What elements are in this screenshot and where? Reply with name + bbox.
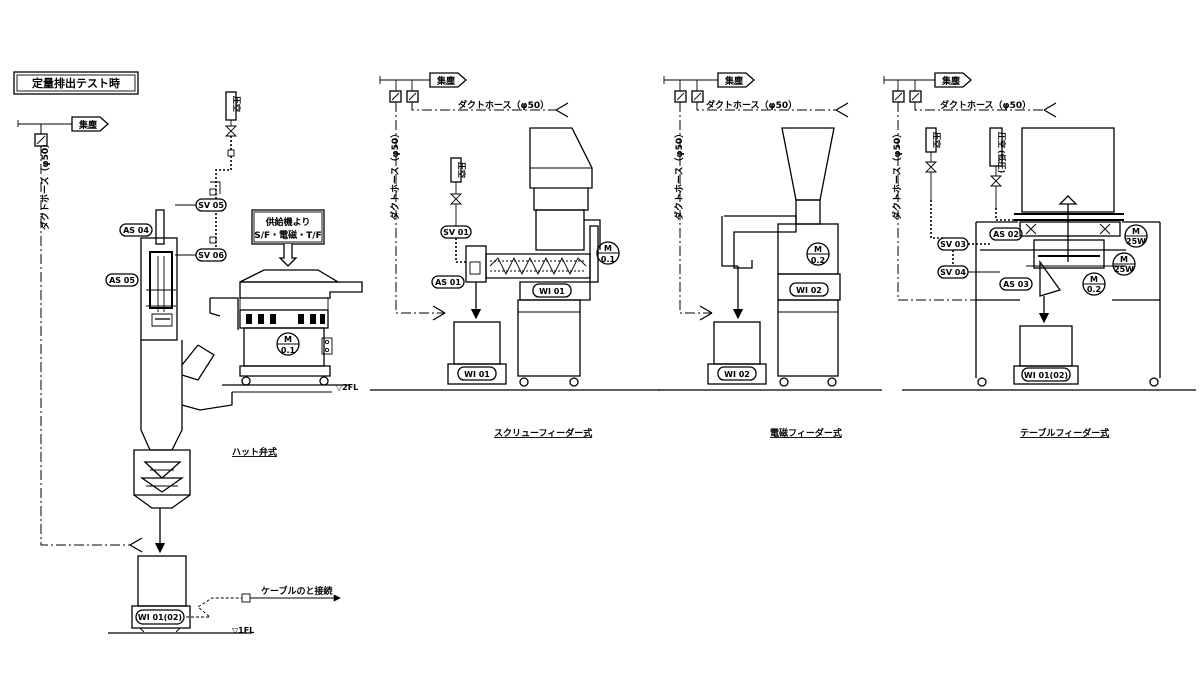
receiving-container [137, 555, 187, 607]
svg-text:M: M [604, 244, 612, 253]
as03-tag: AS 03 [999, 277, 1033, 291]
svg-text:ダクトホース（φ50）: ダクトホース（φ50） [891, 129, 903, 220]
svg-text:AS 04: AS 04 [123, 226, 149, 235]
sv03-tag: SV 03 [937, 237, 969, 251]
motor-icon: M 25W [1124, 224, 1148, 248]
wi02-scale-tag-2: WI 02 [717, 366, 757, 381]
floor-1fl-label: ▽1FL [232, 626, 254, 635]
svg-text:0.2: 0.2 [811, 256, 825, 265]
svg-text:M: M [1120, 255, 1128, 264]
svg-text:SV 05: SV 05 [198, 201, 224, 210]
sv06-tag: SV 06 [195, 248, 227, 262]
wi0102-scale-tag-2: WI 01(02) [1021, 367, 1071, 382]
motor-icon: M 0.2 [1082, 272, 1106, 296]
svg-text:AS 01: AS 01 [435, 278, 461, 287]
duct-label: ダクトホース（φ50） [39, 139, 51, 230]
svg-text:25W: 25W [1126, 237, 1146, 246]
svg-text:(低圧): (低圧) [997, 150, 1007, 173]
svg-text:圧空: 圧空 [932, 132, 942, 148]
as01-tag: AS 01 [431, 275, 465, 289]
as05-tag: AS 05 [105, 273, 139, 287]
floor-2fl-label: ▽2FL [336, 383, 358, 392]
svg-text:0.1: 0.1 [281, 346, 296, 355]
svg-text:集塵: 集塵 [724, 75, 743, 87]
motor-icon: M 0.2 [806, 242, 830, 266]
svg-text:WI 01(02): WI 01(02) [138, 613, 182, 622]
section-screw-feeder: 集塵 ダクトホース（φ50） ダクトホース（φ50） 圧空 SV 01 AS 0… [370, 72, 660, 439]
svg-text:WI 01: WI 01 [539, 287, 565, 296]
svg-text:ダクトホース（φ50）: ダクトホース（φ50） [706, 99, 797, 111]
svg-text:25W: 25W [1114, 265, 1134, 274]
svg-text:M: M [1132, 227, 1140, 236]
supply-box: 供給機より S/F・電磁・T/F [251, 209, 325, 245]
dust-arrow-tag [71, 116, 109, 132]
svg-text:供給機より: 供給機より [265, 216, 311, 228]
title-box: 定量排出テスト時 [13, 71, 139, 95]
svg-text:0.1: 0.1 [601, 255, 616, 264]
svg-text:SV 03: SV 03 [940, 240, 966, 249]
svg-text:ダクトホース（φ50）: ダクトホース（φ50） [458, 99, 549, 111]
sv01-tag: SV 01 [440, 225, 472, 239]
svg-text:ダクトホース（φ50）: ダクトホース（φ50） [940, 99, 1031, 111]
caption-hat-valve: ハット弁式 [232, 446, 277, 458]
caption-electromagnetic-feeder: 電磁フィーダー式 [770, 427, 842, 439]
svg-text:AS 03: AS 03 [1003, 280, 1029, 289]
cable-label: ケーブルのと接続 [261, 585, 332, 597]
svg-text:0.2: 0.2 [1087, 285, 1101, 294]
svg-text:WI 02: WI 02 [796, 286, 822, 295]
svg-text:SV 01: SV 01 [443, 228, 469, 237]
valve-icon [224, 125, 238, 137]
caption-table-feeder: テーブルフィーダー式 [1020, 427, 1109, 439]
wi0102-scale-tag: WI 01(02) [135, 609, 185, 625]
svg-text:圧空: 圧空 [997, 132, 1007, 148]
svg-text:SV 06: SV 06 [198, 251, 224, 260]
svg-text:SV 04: SV 04 [940, 268, 966, 277]
as02-tag: AS 02 [989, 227, 1023, 241]
svg-text:AS 05: AS 05 [109, 276, 135, 285]
svg-text:M: M [284, 335, 292, 344]
motor-icon: M 0.1 [596, 241, 620, 265]
svg-text:M: M [1090, 275, 1098, 284]
svg-text:S/F・電磁・T/F: S/F・電磁・T/F [254, 229, 322, 241]
title-text: 定量排出テスト時 [32, 76, 120, 90]
section-hat-valve: 集塵 ダクトホース（φ50） 圧空 SV 05 SV 06 AS 04 AS 0… [17, 91, 363, 635]
svg-text:集塵: 集塵 [436, 75, 455, 87]
motor-icon: M 25W [1112, 252, 1136, 276]
svg-text:圧空: 圧空 [457, 162, 467, 178]
svg-text:ダクトホース（φ50）: ダクトホース（φ50） [389, 129, 401, 220]
motor-icon: M 0.1 [276, 332, 300, 356]
sv05-tag: SV 05 [195, 198, 227, 212]
svg-text:ダクトホース（φ50）: ダクトホース（φ50） [673, 129, 685, 220]
section-electromagnetic-feeder: 集塵 ダクトホース（φ50） ダクトホース（φ50） M 0.2 WI 02 W… [658, 72, 882, 439]
as04-tag: AS 04 [119, 223, 153, 237]
cable-connector-icon [241, 593, 251, 603]
svg-text:M: M [814, 245, 822, 254]
section-table-feeder: 集塵 ダクトホース（φ50） ダクトホース（φ50） 圧空 圧空 (低圧) SV… [883, 72, 1196, 439]
dust-label: 集塵 [78, 119, 97, 131]
svg-text:WI 01: WI 01 [464, 370, 490, 379]
svg-text:集塵: 集塵 [941, 75, 960, 87]
wi02-scale-tag: WI 02 [789, 282, 829, 297]
duct-hose-line [40, 124, 130, 546]
svg-text:WI 02: WI 02 [724, 370, 750, 379]
svg-text:AS 02: AS 02 [993, 230, 1019, 239]
svg-text:圧空: 圧空 [232, 96, 242, 112]
svg-text:WI 01(02): WI 01(02) [1024, 371, 1068, 380]
wi01-scale-tag-2: WI 01 [457, 366, 497, 381]
sv04-tag: SV 04 [937, 265, 969, 279]
caption-screw-feeder: スクリューフィーダー式 [494, 427, 592, 439]
wi01-scale-tag: WI 01 [532, 283, 572, 298]
